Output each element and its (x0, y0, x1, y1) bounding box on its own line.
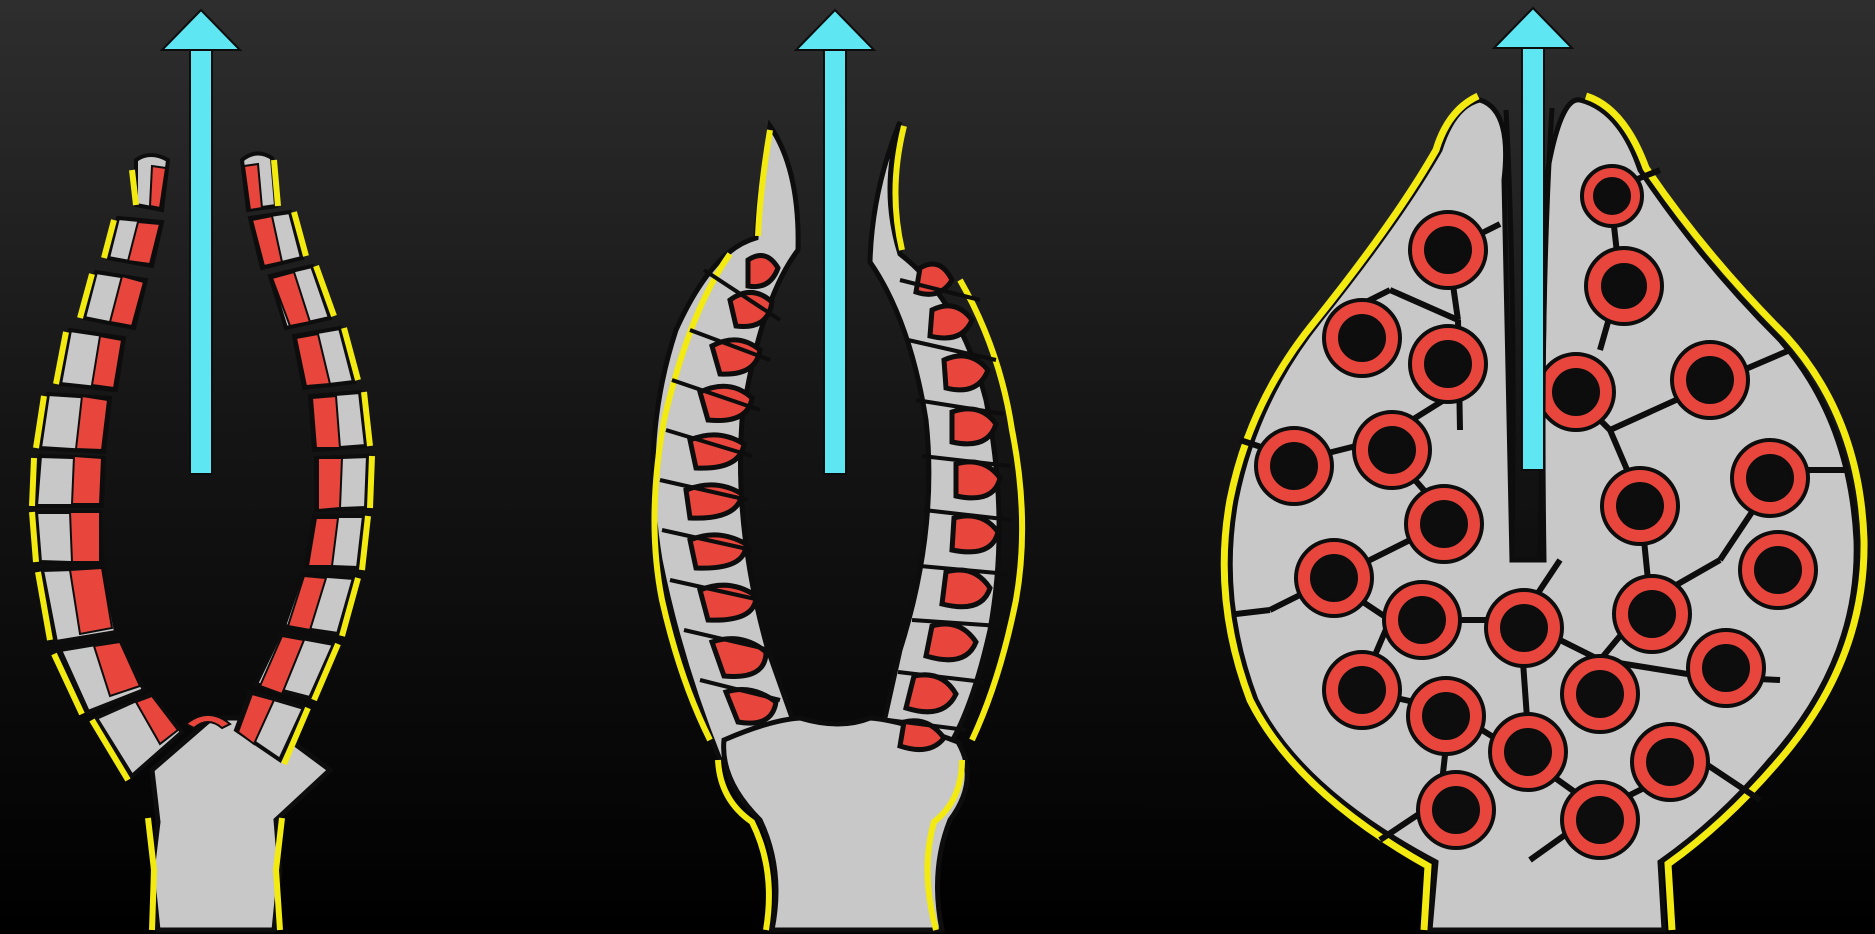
cell (242, 153, 278, 210)
stage-1-right-arm (236, 153, 372, 764)
cell-cluster (1672, 342, 1748, 418)
stage-2-upward-arrow (796, 10, 874, 474)
cell-cluster (1586, 248, 1662, 324)
cell-cluster (1384, 582, 1460, 658)
cell (306, 516, 368, 570)
cell-cluster (1486, 590, 1562, 666)
cell-cluster (1324, 300, 1400, 376)
cell (38, 568, 116, 642)
cell (80, 272, 146, 328)
cell (32, 456, 104, 506)
stage-1-stalk (152, 718, 330, 930)
stage-1-panel (32, 10, 372, 930)
cell-cluster (1410, 212, 1486, 288)
cell (250, 212, 306, 268)
cell (310, 392, 370, 450)
cell (104, 218, 162, 266)
cell-cluster (1538, 354, 1614, 430)
cell-cluster (1614, 576, 1690, 652)
cell-cluster (1256, 428, 1332, 504)
cell-cluster (1418, 772, 1494, 848)
cell-cluster (1296, 540, 1372, 616)
cell (294, 328, 358, 388)
cell (284, 574, 358, 636)
cell-cluster (1410, 326, 1486, 402)
cell (36, 394, 110, 452)
cell-cluster (1602, 468, 1678, 544)
cell (256, 634, 338, 700)
cell-cluster (1632, 724, 1708, 800)
stage-2-panel (653, 10, 1022, 930)
cell-cluster (1324, 652, 1400, 728)
cell-cluster (1688, 630, 1764, 706)
cell-cluster (1582, 166, 1642, 226)
stage-3-panel (1224, 8, 1864, 930)
cell-cluster (1562, 782, 1638, 858)
cell-cluster (1406, 486, 1482, 562)
cell-cluster (1490, 714, 1566, 790)
cell (56, 330, 124, 390)
cell (270, 266, 334, 328)
cell (32, 512, 102, 564)
cell-cluster (1740, 532, 1816, 608)
cell (132, 155, 168, 210)
stage-1-upward-arrow (162, 10, 240, 474)
cell (316, 456, 372, 510)
cell-cluster (1562, 656, 1638, 732)
cell-cluster (1354, 412, 1430, 488)
cell-cluster (1408, 678, 1484, 754)
stage-1-left-arm (32, 155, 182, 780)
cell-cluster (1732, 440, 1808, 516)
